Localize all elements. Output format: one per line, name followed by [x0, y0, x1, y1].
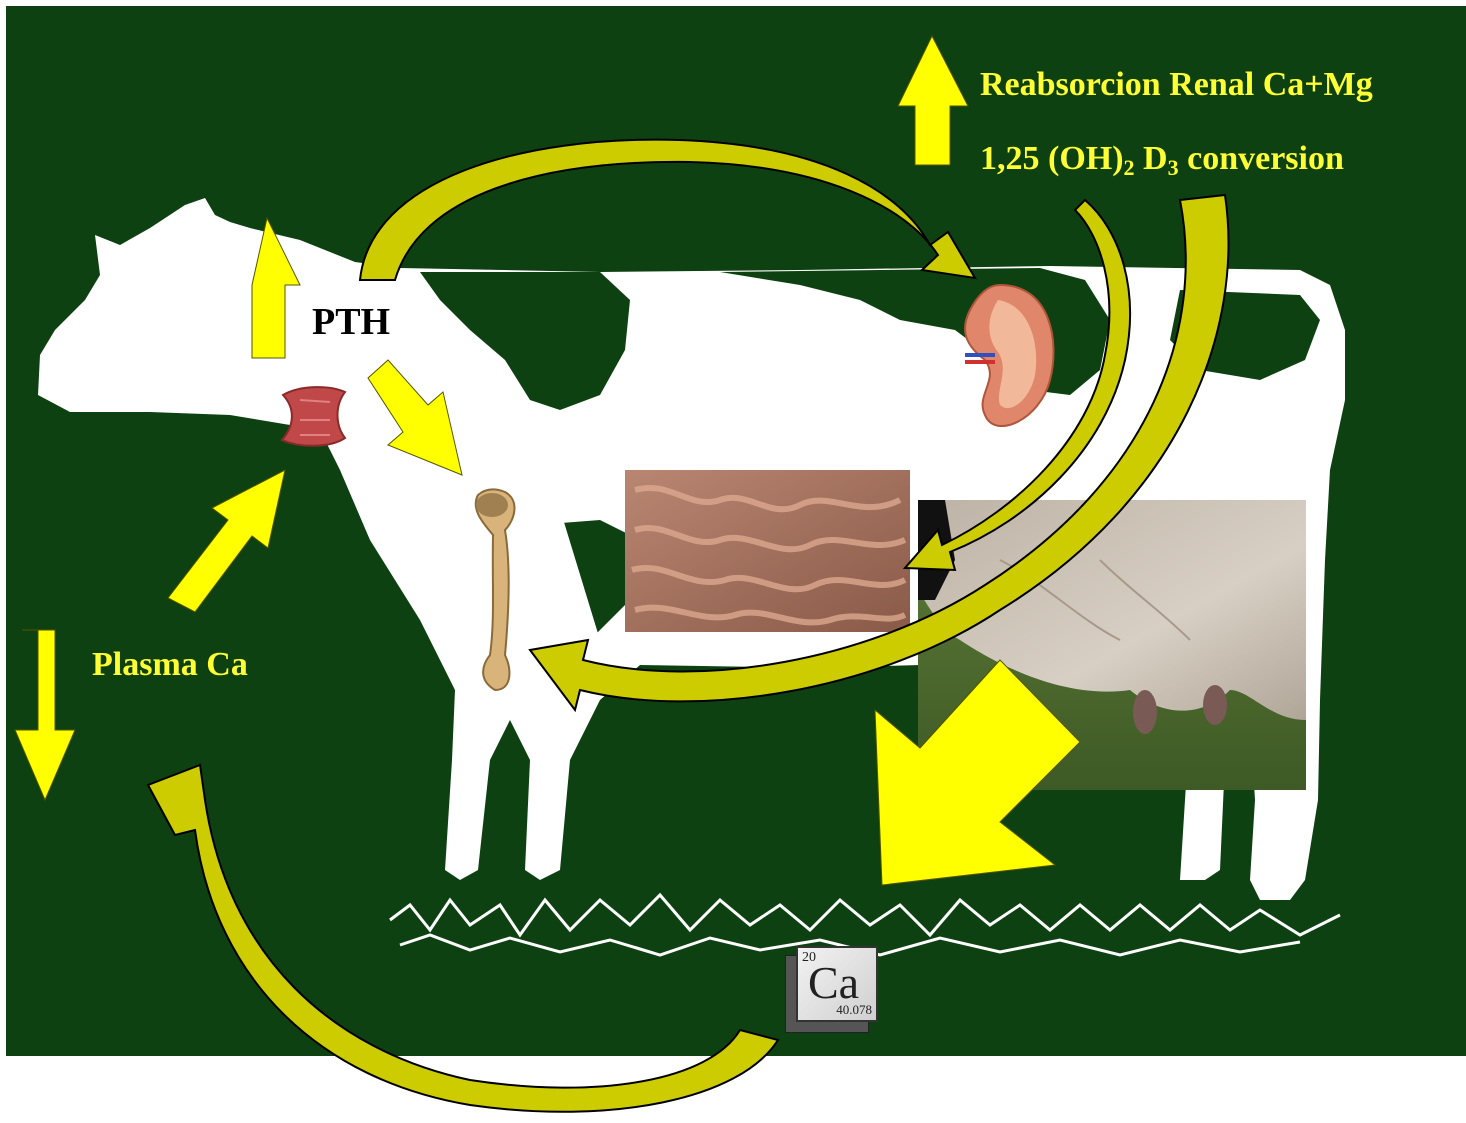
- pth-label: PTH: [312, 300, 390, 344]
- vitamin-d-conversion-label: 1,25 (OH)2 D3 conversion: [980, 140, 1344, 181]
- calcium-element-tile: 20 Ca 40.078: [796, 946, 878, 1022]
- plasma-ca-label: Plasma Ca: [92, 646, 248, 684]
- parathyroid-gland-image: [282, 387, 345, 446]
- intestine-photo: [625, 470, 910, 632]
- renal-reabsorption-label: Reabsorcion Renal Ca+Mg: [980, 66, 1373, 104]
- element-symbol: Ca: [808, 960, 859, 1006]
- atomic-mass: 40.078: [836, 1002, 872, 1018]
